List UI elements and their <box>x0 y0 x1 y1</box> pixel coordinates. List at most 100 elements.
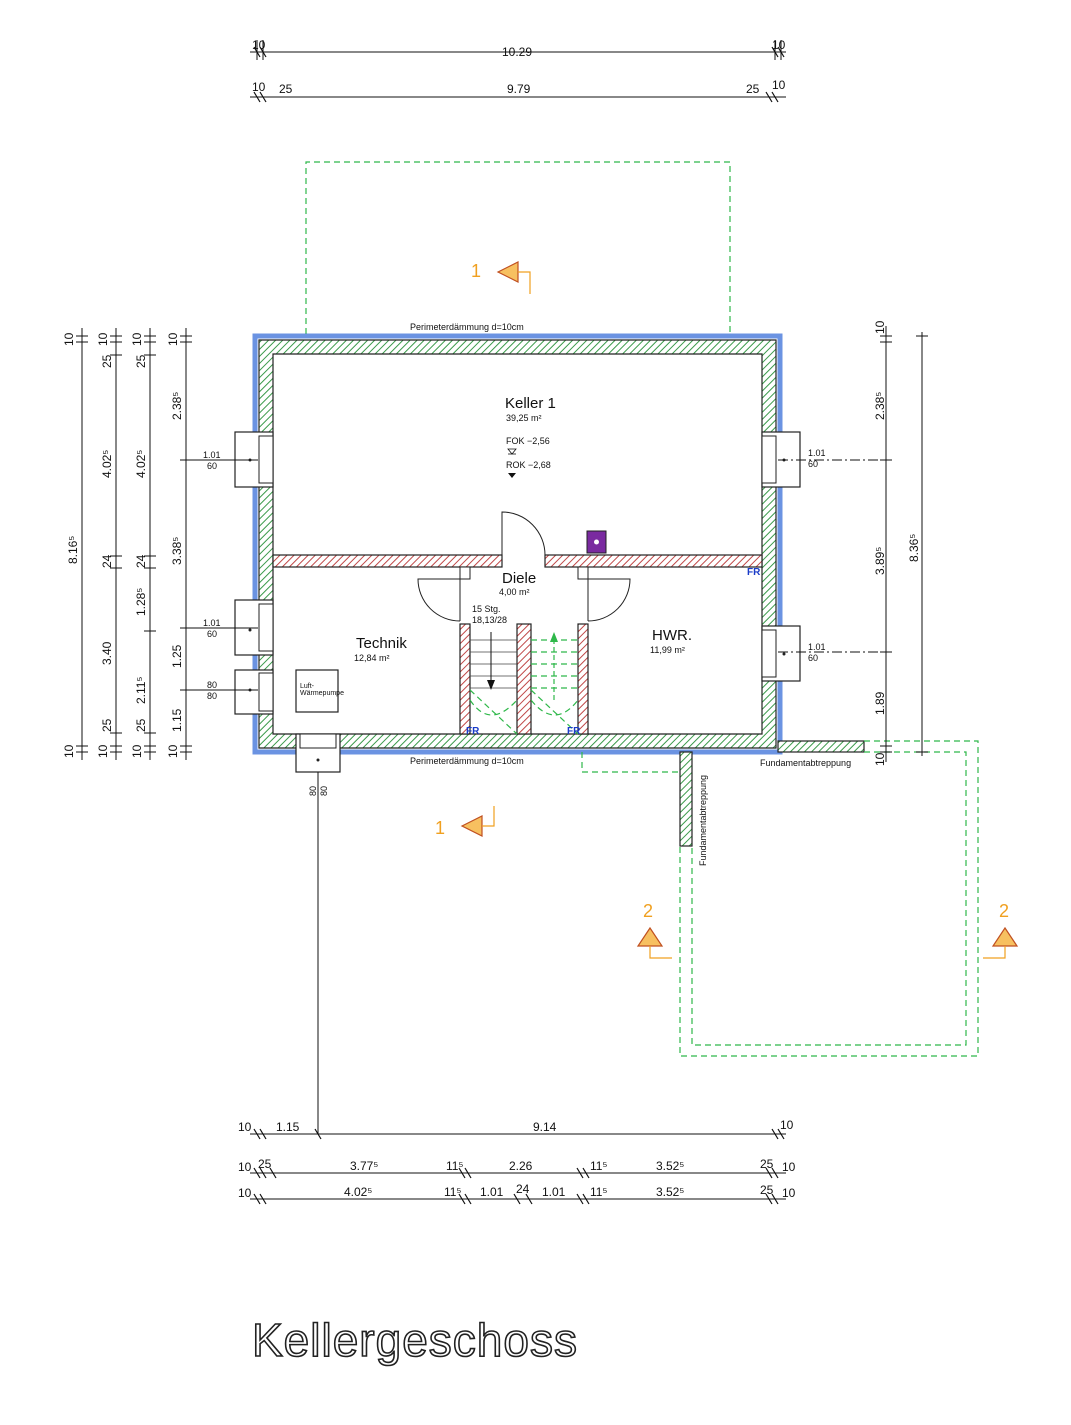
svg-text:1.01: 1.01 <box>808 448 826 458</box>
staircase: 15 Stg. 18,13/28 <box>469 604 579 735</box>
dim-bot3-e: 24 <box>516 1182 530 1196</box>
svg-text:Wärmepumpe: Wärmepumpe <box>300 690 344 697</box>
dim-top2-a: 10 <box>252 80 266 94</box>
bottom-dimensions: 10 1.15 9.14 10 10 25 3.77⁵ 11⁵ 2.26 11⁵… <box>238 1118 796 1205</box>
dim-bot2-d: 11⁵ <box>446 1159 463 1173</box>
dim-left2-c: 4.02⁵ <box>100 450 114 478</box>
svg-text:1.01: 1.01 <box>203 618 221 628</box>
dim-right1-c: 3.89⁵ <box>873 547 887 575</box>
section-marker-top: 1 <box>471 261 531 294</box>
dim-left3-f: 2.11⁵ <box>134 677 148 704</box>
dim-bot2-h: 25 <box>760 1157 774 1171</box>
svg-text:1: 1 <box>435 818 445 838</box>
dim-bot3-j: 10 <box>782 1186 796 1200</box>
dim-left4-c: 3.38⁵ <box>170 537 184 565</box>
dim-right2-a: 8.36⁵ <box>907 534 921 562</box>
insulation-label-bottom: Perimeterdämmung d=10cm <box>410 756 524 766</box>
interior-wall-left <box>272 554 503 568</box>
dim-top1-b: 10.29 <box>502 45 532 59</box>
dim-left1-b: 8.16⁵ <box>66 536 80 564</box>
dim-left2-d: 24 <box>100 554 114 568</box>
section-marker-2-right: 2 <box>983 901 1019 959</box>
left-dimensions: 10 8.16⁵ 10 10 25 4.02⁵ 24 3.40 25 10 10… <box>62 328 192 760</box>
room-hwr-area: 11,99 m² <box>650 645 685 655</box>
dim-bot2-f: 11⁵ <box>590 1159 607 1173</box>
dim-bot3-i: 25 <box>760 1183 774 1197</box>
dim-left2-f: 25 <box>100 718 114 732</box>
foundation: Fundamentabtreppung Fundamentabtreppung <box>581 740 979 1057</box>
dim-left3-g: 25 <box>134 718 148 732</box>
perimeter-insulation <box>252 333 783 755</box>
dim-bot2-b: 25 <box>258 1157 272 1171</box>
dim-below-a: 80 <box>308 786 318 796</box>
dim-left3-c: 4.02⁵ <box>134 450 148 478</box>
room-technik-area: 12,84 m² <box>354 653 390 663</box>
dim-left4-b: 2.38⁵ <box>170 392 184 420</box>
dim-left1-c: 10 <box>62 744 76 758</box>
dim-left2-b: 25 <box>100 354 114 368</box>
dim-bot1-b: 1.15 <box>276 1120 300 1134</box>
stair-wall-left <box>459 623 471 735</box>
dim-right1-a: 10 <box>873 320 887 334</box>
dim-left4-a: 10 <box>166 332 180 346</box>
interior-wall-right <box>544 554 763 568</box>
dim-left4-f: 10 <box>166 744 180 758</box>
svg-text:Fundamentabtreppung: Fundamentabtreppung <box>698 775 708 866</box>
dim-left4-d: 1.25 <box>170 644 184 668</box>
room-keller-fok: FOK −2,56 <box>506 436 550 446</box>
fr-label-right: FR <box>747 567 761 578</box>
room-diele-area: 4,00 m² <box>499 587 530 597</box>
svg-text:60: 60 <box>207 461 217 471</box>
room-keller-name: Keller 1 <box>505 395 556 412</box>
room-keller-area: 39,25 m² <box>506 413 542 423</box>
dim-bot2-i: 10 <box>782 1160 796 1174</box>
stairs-ratio: 18,13/28 <box>472 615 507 625</box>
heat-pump: Luft- Wärmepumpe <box>295 669 344 713</box>
dim-bot3-a: 10 <box>238 1186 252 1200</box>
dim-bot1-d: 10 <box>780 1118 794 1132</box>
section-marker-2-left: 2 <box>636 901 672 959</box>
door-keller <box>501 511 546 556</box>
dim-bot3-d: 1.01 <box>480 1185 504 1199</box>
svg-text:Fundamentabtreppung: Fundamentabtreppung <box>760 758 851 768</box>
dim-right1-e: 10 <box>873 752 887 766</box>
window-labels: 1.01 60 1.01 60 80 80 1.01 60 1.01 60 <box>186 448 886 701</box>
svg-text:1.01: 1.01 <box>808 642 826 652</box>
door-hwr <box>587 578 631 622</box>
stair-wall-mid <box>516 623 532 735</box>
insulation-label-top: Perimeterdämmung d=10cm <box>410 322 524 332</box>
top-dimensions: 10 10.29 10 10 25 9.79 25 10 <box>250 38 786 103</box>
dim-left2-e: 3.40 <box>100 641 114 665</box>
room-technik-name: Technik <box>356 635 407 652</box>
dim-bot1-c: 9.14 <box>533 1120 557 1134</box>
svg-text:80: 80 <box>207 691 217 701</box>
dim-bot3-c: 11⁵ <box>444 1185 461 1199</box>
dim-below-b: 80 <box>319 786 329 796</box>
dim-left2-a: 10 <box>96 332 110 346</box>
svg-text:1.01: 1.01 <box>203 450 221 460</box>
dim-left3-a: 10 <box>130 332 144 346</box>
foundation-step-vertical <box>679 751 693 847</box>
fr-label-stair-left: FR <box>466 726 480 737</box>
dim-top2-b: 25 <box>279 82 293 96</box>
dim-bot3-b: 4.02⁵ <box>344 1185 372 1199</box>
stair-wall-right <box>577 623 589 735</box>
svg-text:60: 60 <box>207 629 217 639</box>
dim-left3-e: 1.28⁵ <box>134 588 148 616</box>
svg-text:80: 80 <box>207 680 217 690</box>
stairs-count: 15 Stg. <box>472 604 501 614</box>
section-marker-bottom: 1 <box>435 806 495 838</box>
dim-left2-g: 10 <box>96 744 110 758</box>
dim-left3-b: 25 <box>134 354 148 368</box>
svg-text:60: 60 <box>808 459 818 469</box>
door-technik <box>417 578 461 622</box>
dim-left3-h: 10 <box>130 744 144 758</box>
fr-label-stair-right: FR <box>567 726 581 737</box>
dim-bot2-g: 3.52⁵ <box>656 1159 684 1173</box>
dim-bot2-e: 2.26 <box>509 1159 533 1173</box>
dim-bot3-h: 3.52⁵ <box>656 1185 684 1199</box>
dim-top1-c: 10 <box>772 38 786 52</box>
svg-text:Luft-: Luft- <box>300 683 315 690</box>
dim-top2-e: 10 <box>772 78 786 92</box>
